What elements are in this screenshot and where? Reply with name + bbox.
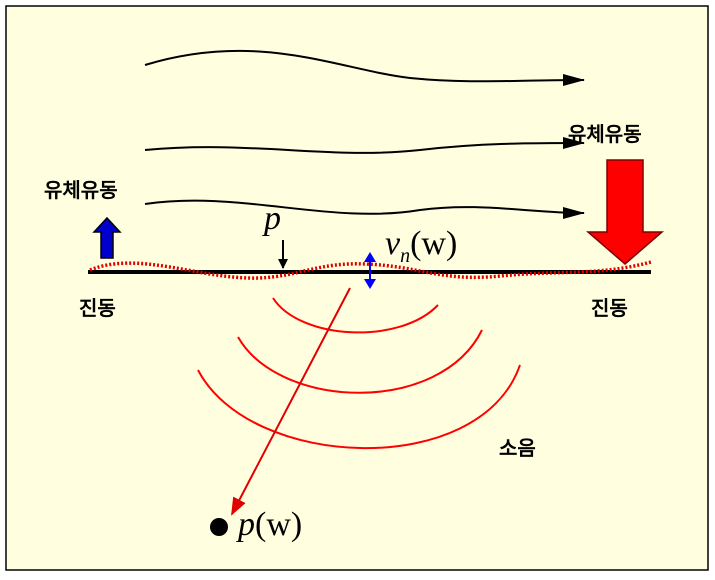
velocity-subscript: n <box>400 245 410 267</box>
vibration-label-left: 진동 <box>79 292 116 321</box>
background-panel <box>6 6 708 570</box>
velocity-argument: (w) <box>410 225 457 262</box>
flow-label-right: 유체유동 <box>568 118 642 147</box>
vibration-label-right: 진동 <box>591 292 628 321</box>
receiver-point-icon <box>210 518 228 536</box>
velocity-label: vn(w) <box>385 225 457 263</box>
flow-label-left: 유체유동 <box>44 174 118 203</box>
far-pressure-symbol: p <box>238 506 255 543</box>
far-pressure-label: p(w) <box>238 506 302 544</box>
pressure-label: p <box>264 200 281 238</box>
velocity-symbol: v <box>385 225 400 262</box>
noise-label: 소음 <box>499 432 536 461</box>
far-pressure-argument: (w) <box>255 506 302 543</box>
